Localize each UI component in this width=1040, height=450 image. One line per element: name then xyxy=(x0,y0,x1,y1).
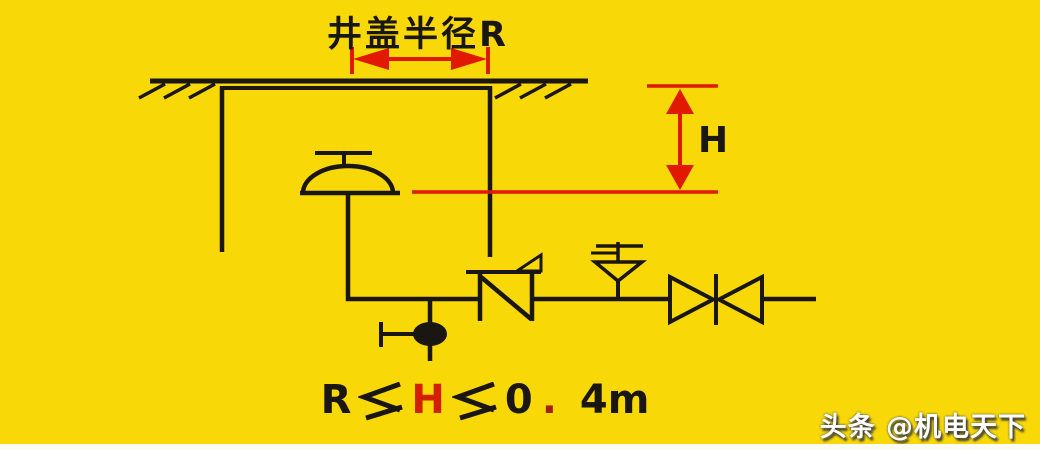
height-arrowhead-down xyxy=(666,165,694,190)
footer-strip xyxy=(0,444,1040,450)
hatch-stroke xyxy=(519,82,547,100)
formula-zero: 0 xyxy=(504,377,533,423)
equal-stroke xyxy=(459,404,497,421)
hatch-stroke xyxy=(163,82,191,100)
radius-dimension-label: 井盖半径R xyxy=(327,15,509,55)
hatch-stroke xyxy=(188,82,216,100)
radius-arrowhead-right xyxy=(451,48,487,70)
drain-valve xyxy=(379,299,447,361)
radius-dimension-arrow xyxy=(350,47,490,74)
vent-triangle xyxy=(590,260,648,284)
less-equal-icon xyxy=(358,382,404,421)
ground-hatch xyxy=(138,78,588,100)
height-dimension-label: H xyxy=(698,120,729,161)
height-arrowhead-up xyxy=(666,89,694,114)
vent-funnel xyxy=(590,242,648,301)
height-dimension-arrow xyxy=(412,84,718,194)
formula-unit: 4m xyxy=(579,377,650,423)
hatch-stroke xyxy=(544,82,572,100)
check-valve-clapper xyxy=(479,275,533,321)
hatch-stroke xyxy=(138,82,166,100)
check-valve xyxy=(466,252,543,321)
gate-valve-right-triangle xyxy=(714,273,764,326)
less-than-stroke xyxy=(358,382,402,413)
gate-valve xyxy=(668,273,764,326)
formula-dot: . xyxy=(541,377,557,423)
gate-valve-left-triangle xyxy=(668,273,718,326)
hatch-stroke xyxy=(494,82,522,100)
underground-hydrant-dome xyxy=(300,151,400,301)
formula-h: H xyxy=(411,377,445,423)
drain-valve-body xyxy=(413,322,447,346)
hydrant-dome-arc xyxy=(300,163,396,194)
equal-stroke xyxy=(365,404,404,421)
less-equal-icon xyxy=(451,382,497,421)
check-valve-flag xyxy=(512,252,543,273)
radius-arrowhead-left xyxy=(353,48,389,70)
formula-r: R xyxy=(320,377,352,423)
formula-line: R H 0 . 4m xyxy=(300,377,670,423)
manhole-pit xyxy=(219,86,493,257)
less-than-stroke xyxy=(451,382,495,413)
watermark: 头条 @机电天下 xyxy=(819,412,1026,443)
